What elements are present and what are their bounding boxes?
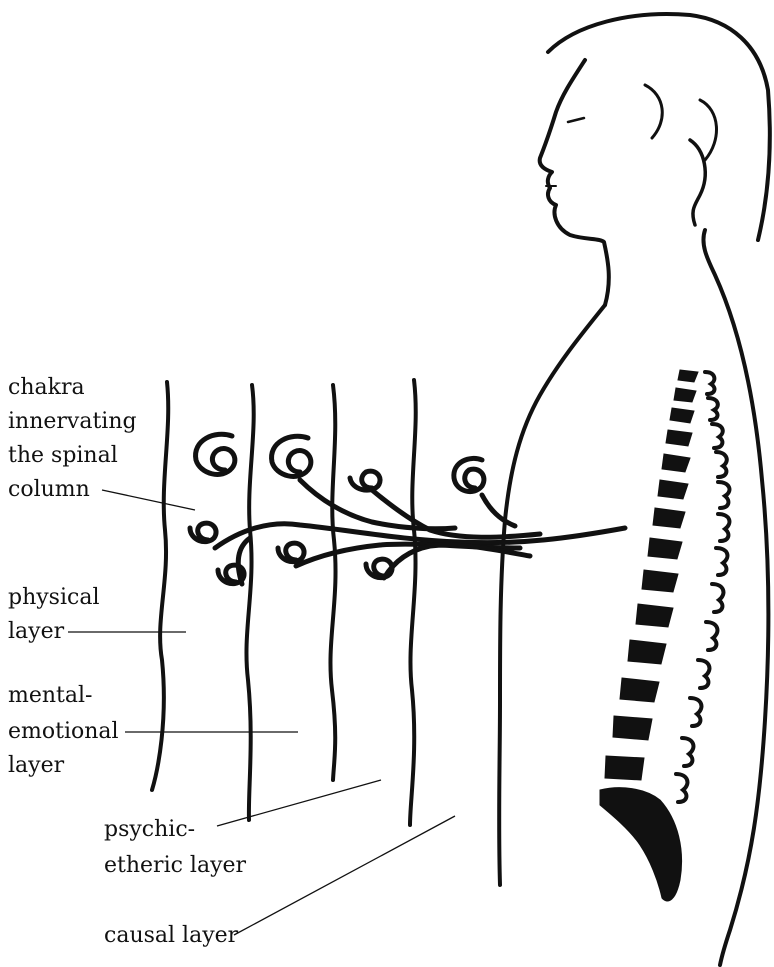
energy-flow	[482, 495, 515, 526]
process	[712, 424, 723, 448]
swirl	[272, 436, 311, 476]
vertebra	[605, 756, 644, 780]
psychic-label-line-1: psychic-	[104, 817, 195, 842]
swirl	[190, 523, 216, 542]
energy-flow	[384, 545, 530, 578]
process	[705, 372, 714, 394]
vertebra	[613, 716, 652, 740]
process	[690, 698, 701, 726]
mental-label-line-1: mental-	[8, 683, 92, 708]
mental-label-line-2: emotional	[8, 719, 119, 744]
vertebra	[678, 370, 698, 382]
process	[676, 774, 687, 802]
psychic-label-line-2: etheric layer	[104, 853, 247, 878]
front-torso-outline	[499, 305, 605, 885]
vertebra	[628, 640, 666, 664]
vertebra	[648, 538, 682, 559]
process	[708, 398, 718, 420]
process	[716, 548, 727, 575]
chakra-label-line-3: the spinal	[8, 443, 118, 468]
swirl	[196, 434, 235, 474]
back-outline	[703, 230, 768, 965]
ear	[690, 140, 705, 225]
process	[706, 622, 717, 650]
causal-label: causal layer	[104, 923, 239, 948]
process	[716, 452, 727, 477]
vertebra	[658, 480, 688, 499]
physical-label-line-2: layer	[8, 619, 65, 644]
physical-label-line-1: physical	[8, 585, 99, 610]
vertebra	[670, 408, 694, 423]
mental-label-line-3: layer	[8, 753, 65, 778]
hair-strand	[645, 85, 662, 138]
causal-layer-line	[410, 380, 416, 825]
psychic-leader	[217, 780, 381, 826]
chakra-label-line-4: column	[8, 477, 90, 502]
process	[718, 514, 729, 541]
mental-emotional-layer-line	[246, 385, 253, 820]
vertebra	[674, 388, 696, 402]
swirl	[454, 458, 484, 491]
vertebra	[636, 604, 673, 627]
vertebra	[666, 430, 692, 446]
spine	[600, 370, 729, 901]
vertebra	[653, 508, 685, 528]
layer-lines	[152, 380, 416, 825]
vertebra	[642, 570, 678, 592]
sacrum	[600, 788, 682, 901]
process	[712, 584, 723, 612]
face-profile	[540, 60, 609, 305]
chakra-label-line-1: chakra	[8, 375, 85, 400]
hair-strand-2	[700, 100, 716, 160]
swirl	[350, 471, 380, 490]
swirl	[278, 543, 304, 562]
process	[698, 660, 709, 688]
chakra-swirls	[190, 434, 625, 584]
chakra-label-line-2: innervating	[8, 409, 137, 434]
causal-leader	[234, 816, 455, 935]
vertebra	[620, 678, 659, 702]
psychic-etheric-layer-line	[330, 385, 335, 780]
vertebra	[662, 454, 690, 472]
physical-layer-line	[152, 382, 168, 790]
process	[682, 738, 693, 766]
eye	[568, 118, 584, 122]
process	[718, 482, 729, 508]
chakra-leader	[102, 490, 195, 510]
